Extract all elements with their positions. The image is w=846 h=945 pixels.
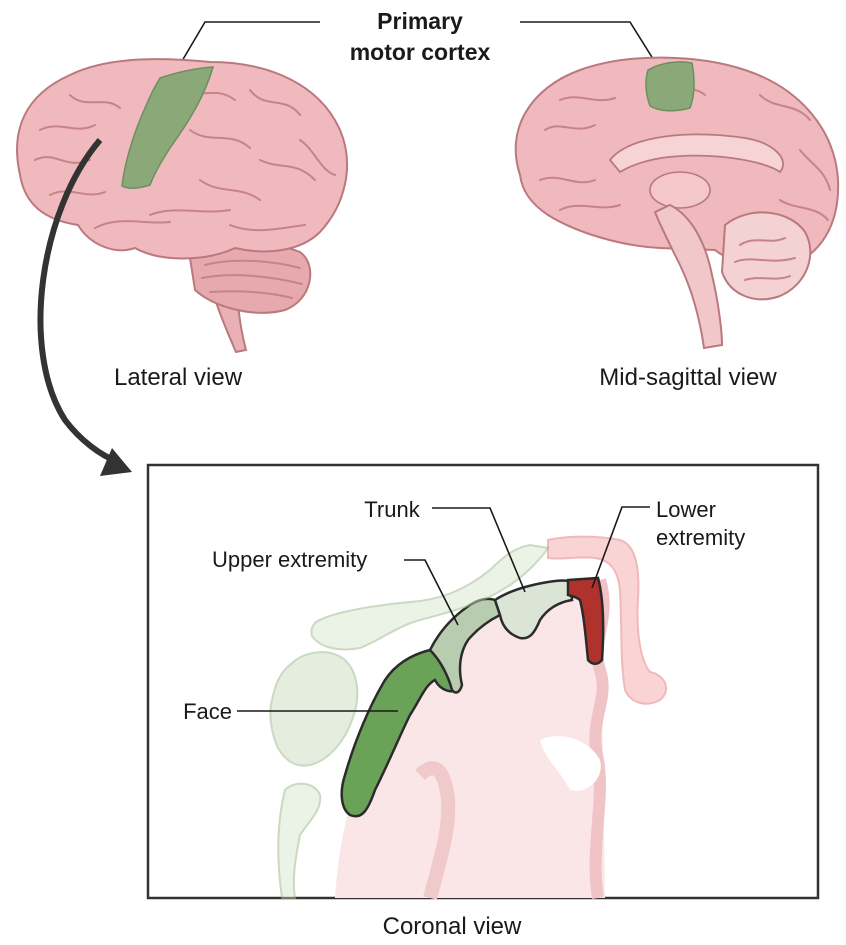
sagittal-brain <box>516 58 838 348</box>
lateral-brain <box>17 59 347 352</box>
sagittal-view-label: Mid-sagittal view <box>599 364 777 391</box>
face-label: Face <box>183 699 232 724</box>
sagittal-cerebellum <box>722 212 810 299</box>
lateral-view-label: Lateral view <box>114 364 243 391</box>
sagittal-motor-cortex-highlight <box>646 62 694 111</box>
coronal-view-label: Coronal view <box>383 913 522 940</box>
title-line-1: Primary <box>377 8 463 34</box>
upper-extremity-label: Upper extremity <box>212 547 367 572</box>
trunk-label: Trunk <box>364 497 420 522</box>
title-line-2: motor cortex <box>350 39 491 65</box>
lower-extremity-label-1: Lower <box>656 497 716 522</box>
lower-extremity-label-2: extremity <box>656 525 745 550</box>
